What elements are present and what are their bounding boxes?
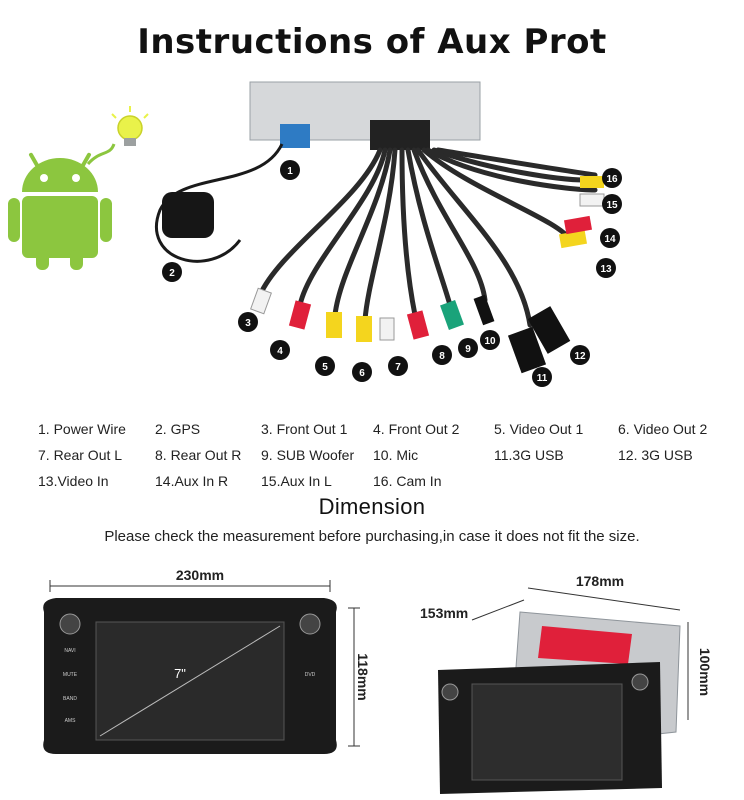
- legend-item: 11.3G USB: [494, 447, 564, 463]
- legend-item: 6. Video Out 2: [618, 421, 708, 437]
- legend-row: 1. Power Wire 2. GPS 3. Front Out 1 4. F…: [38, 416, 738, 442]
- screen-size-label: 7": [174, 666, 186, 681]
- badge-14: 14: [604, 234, 616, 245]
- depth-width-label: 178mm: [576, 573, 624, 589]
- legend-row: 7. Rear Out L 8. Rear Out R 9. SUB Woofe…: [38, 442, 738, 468]
- legend-item: 10. Mic: [373, 447, 419, 463]
- legend-row: 13.Video In 14.Aux In R 15.Aux In L 16. …: [38, 468, 738, 494]
- number-badges: [162, 160, 622, 387]
- legend-item: 7. Rear Out L: [38, 447, 123, 463]
- rca-plugs: [250, 176, 605, 374]
- front-height-label: 118mm: [355, 653, 371, 700]
- badge-12: 12: [574, 351, 586, 362]
- navi-button: NAVI: [64, 648, 75, 654]
- legend-item: 2. GPS: [155, 421, 201, 437]
- dimension-note: Please check the measurement before purc…: [104, 528, 640, 545]
- wiring-harness-diagram: 1 2 3 4 5 6 7 8 9 10 11 12 13 14 15 16: [155, 81, 622, 387]
- legend-item: 8. Rear Out R: [155, 447, 242, 463]
- legend-item: 9. SUB Woofer: [261, 447, 355, 463]
- depth-label: 153mm: [420, 605, 468, 621]
- device-angled-view: 178mm 153mm 100mm: [420, 573, 713, 794]
- badge-2: 2: [169, 268, 175, 279]
- badge-13: 13: [600, 264, 612, 275]
- dvd-button: DVD: [305, 672, 316, 678]
- badge-10: 10: [484, 336, 496, 347]
- depth-height-label: 100mm: [697, 648, 713, 696]
- badge-3: 3: [245, 318, 251, 329]
- legend-item: 5. Video Out 1: [494, 421, 584, 437]
- front-width-label: 230mm: [176, 567, 224, 583]
- dimension-heading: Dimension: [318, 494, 426, 519]
- legend-item: 4. Front Out 2: [373, 421, 460, 437]
- legend-item: 12. 3G USB: [618, 447, 693, 463]
- badge-4: 4: [277, 346, 283, 357]
- gps-antenna: [155, 143, 284, 263]
- badge-5: 5: [322, 362, 328, 373]
- legend-item: 14.Aux In R: [155, 473, 229, 489]
- device-front-view: 230mm 118mm 7" NAVI MUTE BAND AMS DVD: [43, 567, 371, 754]
- band-button: BAND: [63, 696, 77, 702]
- badge-11: 11: [537, 373, 548, 384]
- badge-9: 9: [465, 344, 471, 355]
- android-robot-icon: [8, 106, 149, 270]
- legend-item: 13.Video In: [38, 473, 109, 489]
- badge-7: 7: [395, 362, 401, 373]
- badge-16: 16: [606, 174, 618, 185]
- legend-item: 15.Aux In L: [261, 473, 332, 489]
- badge-6: 6: [359, 368, 365, 379]
- legend-item: 16. Cam In: [373, 473, 442, 489]
- mute-button: MUTE: [63, 672, 78, 678]
- badge-1: 1: [287, 166, 293, 177]
- badge-8: 8: [439, 351, 445, 362]
- badge-15: 15: [606, 200, 618, 211]
- legend-item: 1. Power Wire: [38, 421, 126, 437]
- page-title: Instructions of Aux Prot: [137, 22, 607, 62]
- legend-item: 3. Front Out 1: [261, 421, 348, 437]
- ams-button: AMS: [65, 718, 77, 724]
- port-legend: 1. Power Wire 2. GPS 3. Front Out 1 4. F…: [38, 416, 738, 494]
